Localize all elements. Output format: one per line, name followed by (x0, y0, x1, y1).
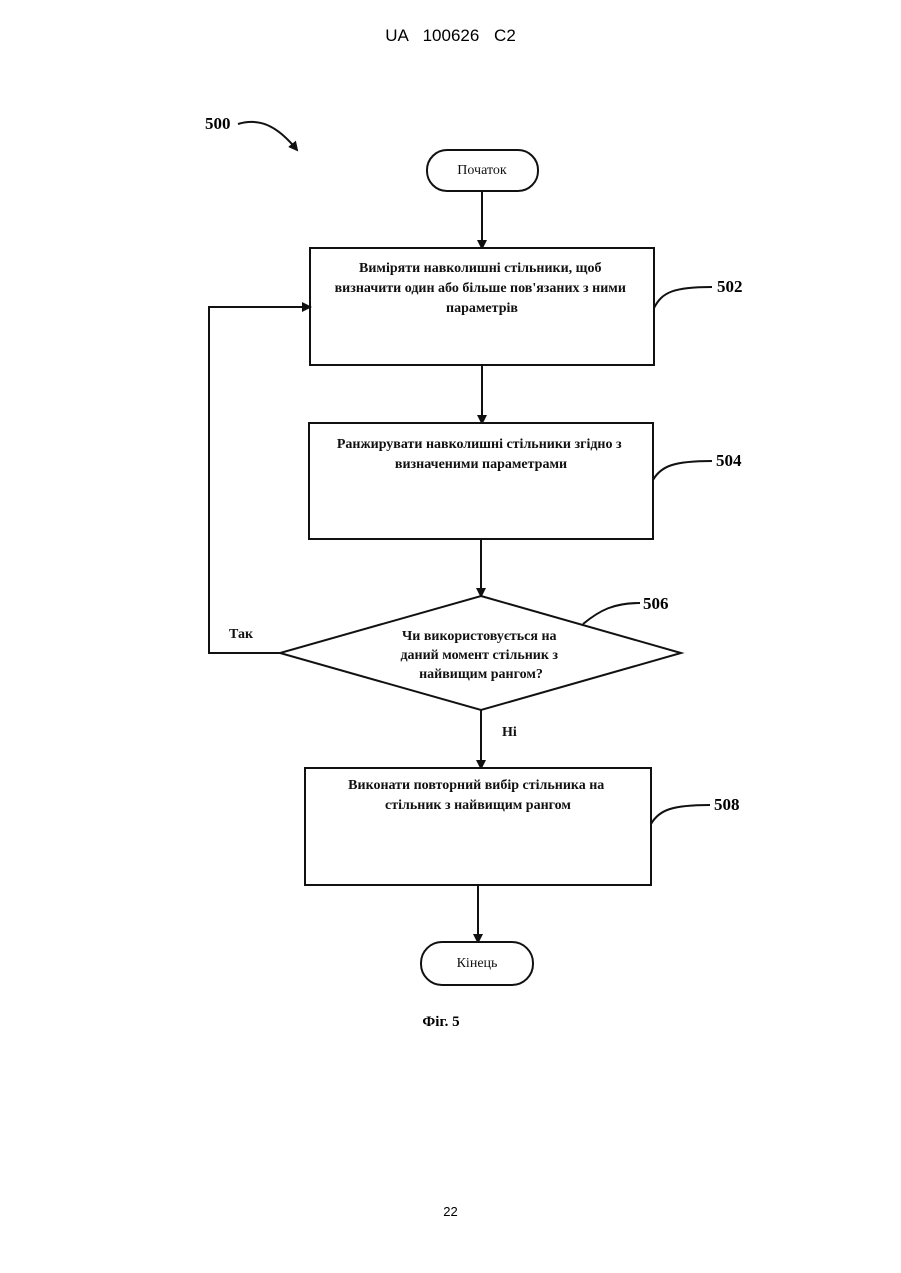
figure-ref-arrow (238, 122, 297, 150)
page-number: 22 (0, 1204, 901, 1219)
ref-label-504: 504 (716, 451, 742, 470)
decision-506-line-1: Чи використовується на (402, 629, 557, 644)
ref-label-506: 506 (643, 594, 669, 613)
ref-label-508: 508 (714, 795, 740, 814)
decision-506-line-3: найвищим рангом? (419, 667, 543, 682)
no-branch-label: Ні (502, 725, 517, 740)
decision-text-506: Чи використовується на даний момент стіл… (400, 629, 561, 682)
process-508-line-1: Виконати повторний вибір стільника на (348, 778, 604, 793)
arrow-yes-loop-to-502 (209, 307, 310, 653)
decision-506-line-2: даний момент стільник з (400, 648, 558, 663)
process-502-line-2: визначити один або більше пов'язаних з н… (335, 281, 626, 296)
figure-ref-label: 500 (205, 114, 231, 133)
process-504-line-2: визначеними параметрами (395, 457, 567, 472)
process-504-line-1: Ранжирувати навколишні стільники згідно … (337, 437, 622, 452)
process-502-line-3: параметрів (446, 301, 518, 316)
figure-caption: Фіг. 5 (422, 1014, 459, 1030)
end-label: Кінець (457, 956, 498, 971)
yes-branch-label: Так (229, 627, 254, 642)
process-508-line-2: стільник з найвищим рангом (385, 798, 571, 813)
start-label: Початок (457, 163, 507, 178)
leader-504 (653, 461, 712, 480)
process-502-line-1: Виміряти навколишні стільники, щоб (359, 261, 601, 276)
ref-label-502: 502 (717, 277, 743, 296)
leader-502 (654, 287, 712, 308)
leader-508 (651, 805, 710, 824)
leader-506 (583, 603, 640, 624)
